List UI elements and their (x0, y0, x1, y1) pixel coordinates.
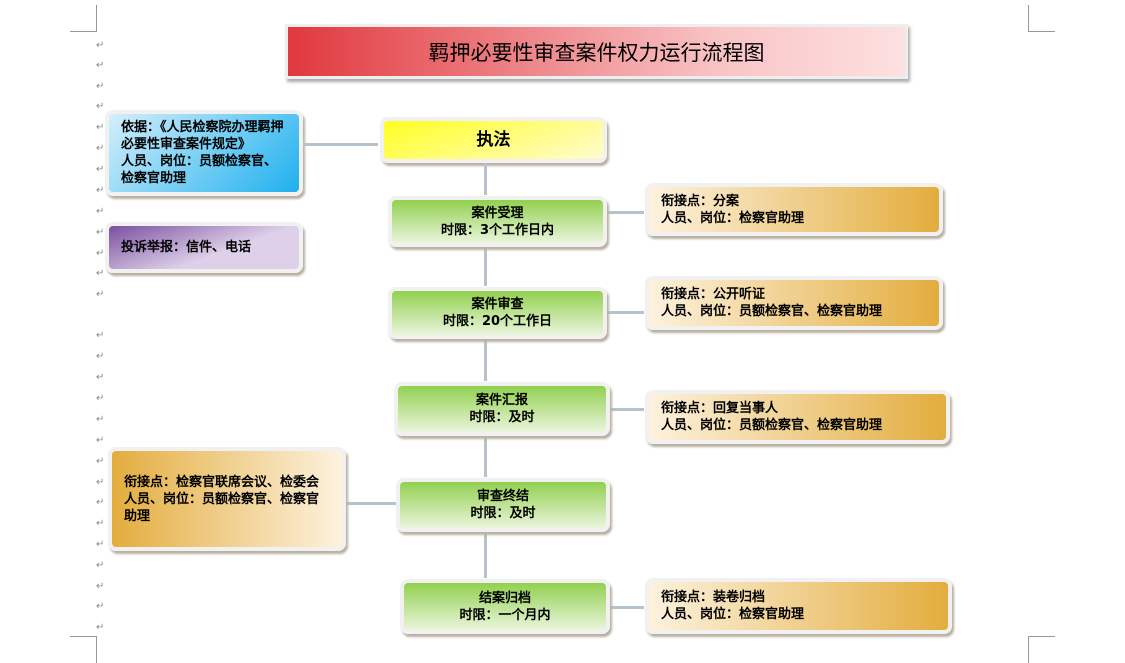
step-limit: 时限：3个工作日内 (440, 222, 555, 238)
link-box: 衔接点：回复当事人 人员、岗位：员额检察官、检察官助理 (645, 390, 950, 444)
link-point: 衔接点：分案 (661, 193, 740, 209)
paragraph-mark: ↵ (96, 40, 105, 51)
step-name: 案件受理 (471, 205, 524, 221)
paragraph-mark: ↵ (96, 372, 105, 383)
basis-staff: 人员、岗位：员额检察官、检察官助理 (121, 154, 278, 186)
basis-box: 依据：《人民检察院办理羁押必要性审查案件规定》 人员、岗位：员额检察官、检察官助… (105, 110, 303, 196)
arrow (303, 143, 378, 146)
link-box: 衔接点：装卷归档 人员、岗位：检察官助理 (645, 578, 952, 634)
link-box: 衔接点：分案 人员、岗位：检察官助理 (645, 183, 943, 236)
paragraph-mark: ↵ (96, 435, 105, 446)
paragraph-mark: ↵ (96, 497, 105, 508)
step-box: 案件汇报 时限：及时 (394, 382, 610, 436)
arrow (610, 606, 644, 609)
paragraph-mark: ↵ (96, 539, 105, 550)
paragraph-mark: ↵ (96, 414, 105, 425)
link-staff: 人员、岗位：检察官助理 (661, 210, 805, 226)
link-point: 衔接点：回复当事人 (661, 401, 779, 416)
crop-mark (70, 5, 97, 32)
start-box: 执法 (380, 117, 607, 163)
arrow (607, 211, 644, 214)
step-box: 案件受理 时限：3个工作日内 (388, 196, 607, 247)
arrow (484, 246, 487, 286)
basis-text: 依据：《人民检察院办理羁押必要性审查案件规定》 (121, 120, 284, 152)
link-staff: 人员、岗位：检察官助理 (661, 607, 805, 622)
start-text: 执法 (476, 129, 511, 150)
paragraph-mark: ↵ (96, 185, 105, 196)
arrow (484, 531, 487, 578)
paragraph-mark: ↵ (96, 622, 105, 633)
paragraph-mark: ↵ (96, 206, 105, 217)
step-box: 审查终结 时限：及时 (396, 478, 610, 532)
paragraph-mark: ↵ (96, 393, 105, 404)
link-point: 衔接点：检察官联席会议、检委会 (124, 474, 320, 490)
paragraph-mark: ↵ (96, 81, 105, 92)
arrow (484, 338, 487, 381)
complaint-box: 投诉举报：信件、电话 (105, 222, 303, 273)
paragraph-mark: ↵ (96, 518, 105, 529)
page-title: 羁押必要性审查案件权力运行流程图 (285, 24, 908, 79)
step-name: 案件审查 (471, 297, 524, 312)
paragraph-mark: ↵ (96, 477, 105, 488)
paragraph-mark: ↵ (96, 101, 105, 112)
link-staff: 人员、岗位：员额检察官、检察官助理 (661, 418, 883, 433)
step-name: 审查终结 (476, 489, 529, 504)
paragraph-mark: ↵ (96, 60, 105, 71)
arrow (346, 502, 396, 505)
paragraph-mark: ↵ (96, 227, 105, 238)
paragraph-mark: ↵ (96, 456, 105, 467)
paragraph-mark: ↵ (96, 248, 105, 259)
complaint-text: 投诉举报：信件、电话 (121, 240, 252, 255)
link-staff: 人员、岗位：员额检察官、检察官助理 (124, 491, 320, 524)
paragraph-mark: ↵ (96, 143, 105, 154)
arrow (484, 163, 487, 195)
paragraph-mark: ↵ (96, 560, 105, 571)
step-limit: 时限：及时 (470, 506, 536, 521)
paragraph-mark: ↵ (96, 289, 105, 300)
step-box: 结案归档 时限：一个月内 (400, 579, 610, 634)
paragraph-mark: ↵ (96, 330, 105, 341)
step-limit: 时限：一个月内 (459, 607, 551, 623)
link-point: 衔接点：装卷归档 (661, 590, 766, 605)
step-box: 案件审查 时限：20个工作日 (388, 287, 607, 339)
crop-mark (1028, 636, 1055, 663)
link-box: 衔接点：检察官联席会议、检委会 人员、岗位：员额检察官、检察官助理 (108, 447, 346, 551)
step-limit: 时限：20个工作日 (442, 314, 553, 329)
paragraph-mark: ↵ (96, 581, 105, 592)
step-limit: 时限：及时 (469, 410, 535, 425)
crop-mark (1028, 5, 1055, 32)
paragraph-mark: ↵ (96, 268, 105, 279)
title-text: 羁押必要性审查案件权力运行流程图 (428, 40, 765, 65)
link-point: 衔接点：公开听证 (661, 287, 766, 302)
step-name: 结案归档 (478, 590, 531, 606)
paragraph-mark: ↵ (96, 601, 105, 612)
arrow (610, 408, 644, 411)
arrow (484, 435, 487, 477)
paragraph-mark: ↵ (96, 164, 105, 175)
link-box: 衔接点：公开听证 人员、岗位：员额检察官、检察官助理 (645, 276, 943, 330)
arrow (607, 311, 644, 314)
link-staff: 人员、岗位：员额检察官、检察官助理 (661, 304, 883, 319)
crop-mark (70, 636, 97, 663)
paragraph-mark: ↵ (96, 351, 105, 362)
step-name: 案件汇报 (475, 393, 528, 408)
paragraph-mark: ↵ (96, 122, 105, 133)
